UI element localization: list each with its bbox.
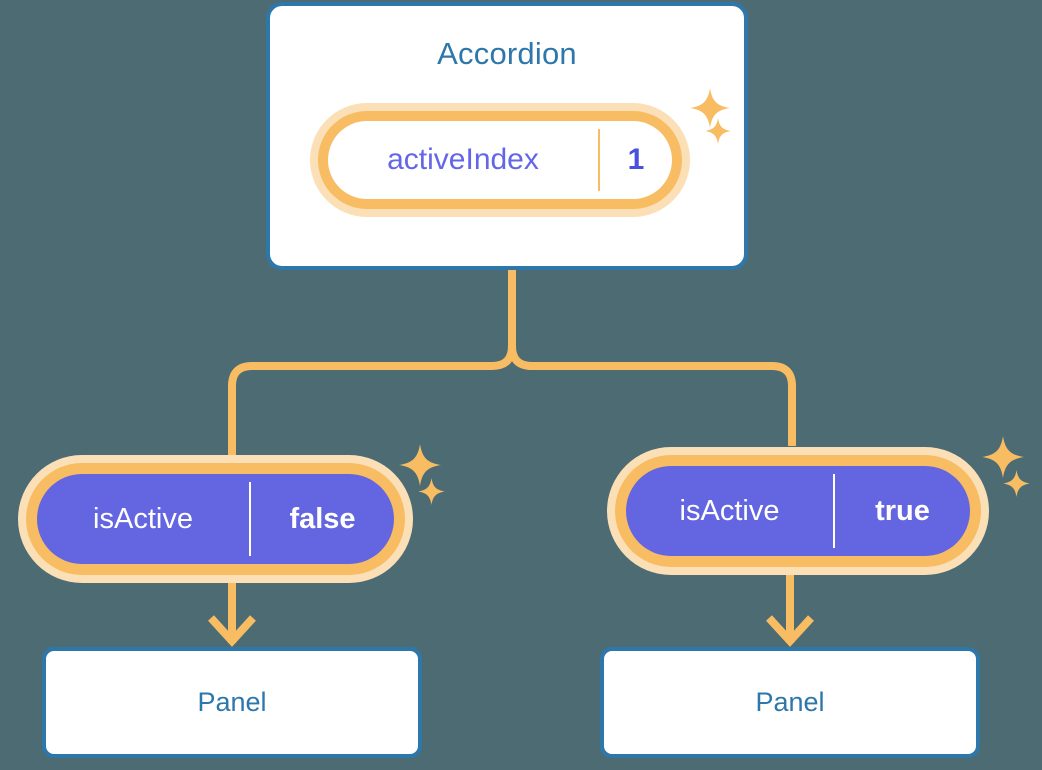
state-pill-active-index[interactable]: activeIndex 1 xyxy=(310,103,690,217)
sparkle-small-icon xyxy=(418,478,445,505)
state-key-label: isActive xyxy=(93,502,193,535)
state-pill-is-active-right[interactable]: isActive true xyxy=(607,447,989,575)
arrow-head-right xyxy=(766,615,814,647)
sparkle-large-icon xyxy=(690,88,730,128)
panel-label: Panel xyxy=(197,687,267,717)
pill-divider xyxy=(598,129,600,191)
connector-branch-left xyxy=(228,345,516,455)
state-key-label: isActive xyxy=(679,494,780,527)
pill-body: activeIndex 1 xyxy=(328,121,672,199)
page-title: Accordion xyxy=(437,36,577,71)
sparkle-large-icon xyxy=(982,436,1024,478)
state-key-label: activeIndex xyxy=(387,143,539,176)
state-value-label: true xyxy=(875,494,930,527)
panel-box-right[interactable]: Panel xyxy=(600,647,980,758)
panel-label: Panel xyxy=(755,687,825,717)
state-value-label: 1 xyxy=(627,143,645,176)
sparkle-small-icon xyxy=(1003,470,1030,497)
panel-box-left[interactable]: Panel xyxy=(42,647,422,758)
pill-body: isActive false xyxy=(37,474,394,564)
pill-divider xyxy=(833,474,835,548)
sparkle-small-icon xyxy=(705,118,731,144)
state-value-label: false xyxy=(289,502,356,535)
pill-body: isActive true xyxy=(626,466,970,556)
connector-branch-right xyxy=(508,345,796,446)
sparkle-large-icon xyxy=(399,444,441,486)
pill-divider xyxy=(249,482,251,556)
state-pill-is-active-left[interactable]: isActive false xyxy=(18,455,413,583)
arrow-head-left xyxy=(208,615,256,647)
